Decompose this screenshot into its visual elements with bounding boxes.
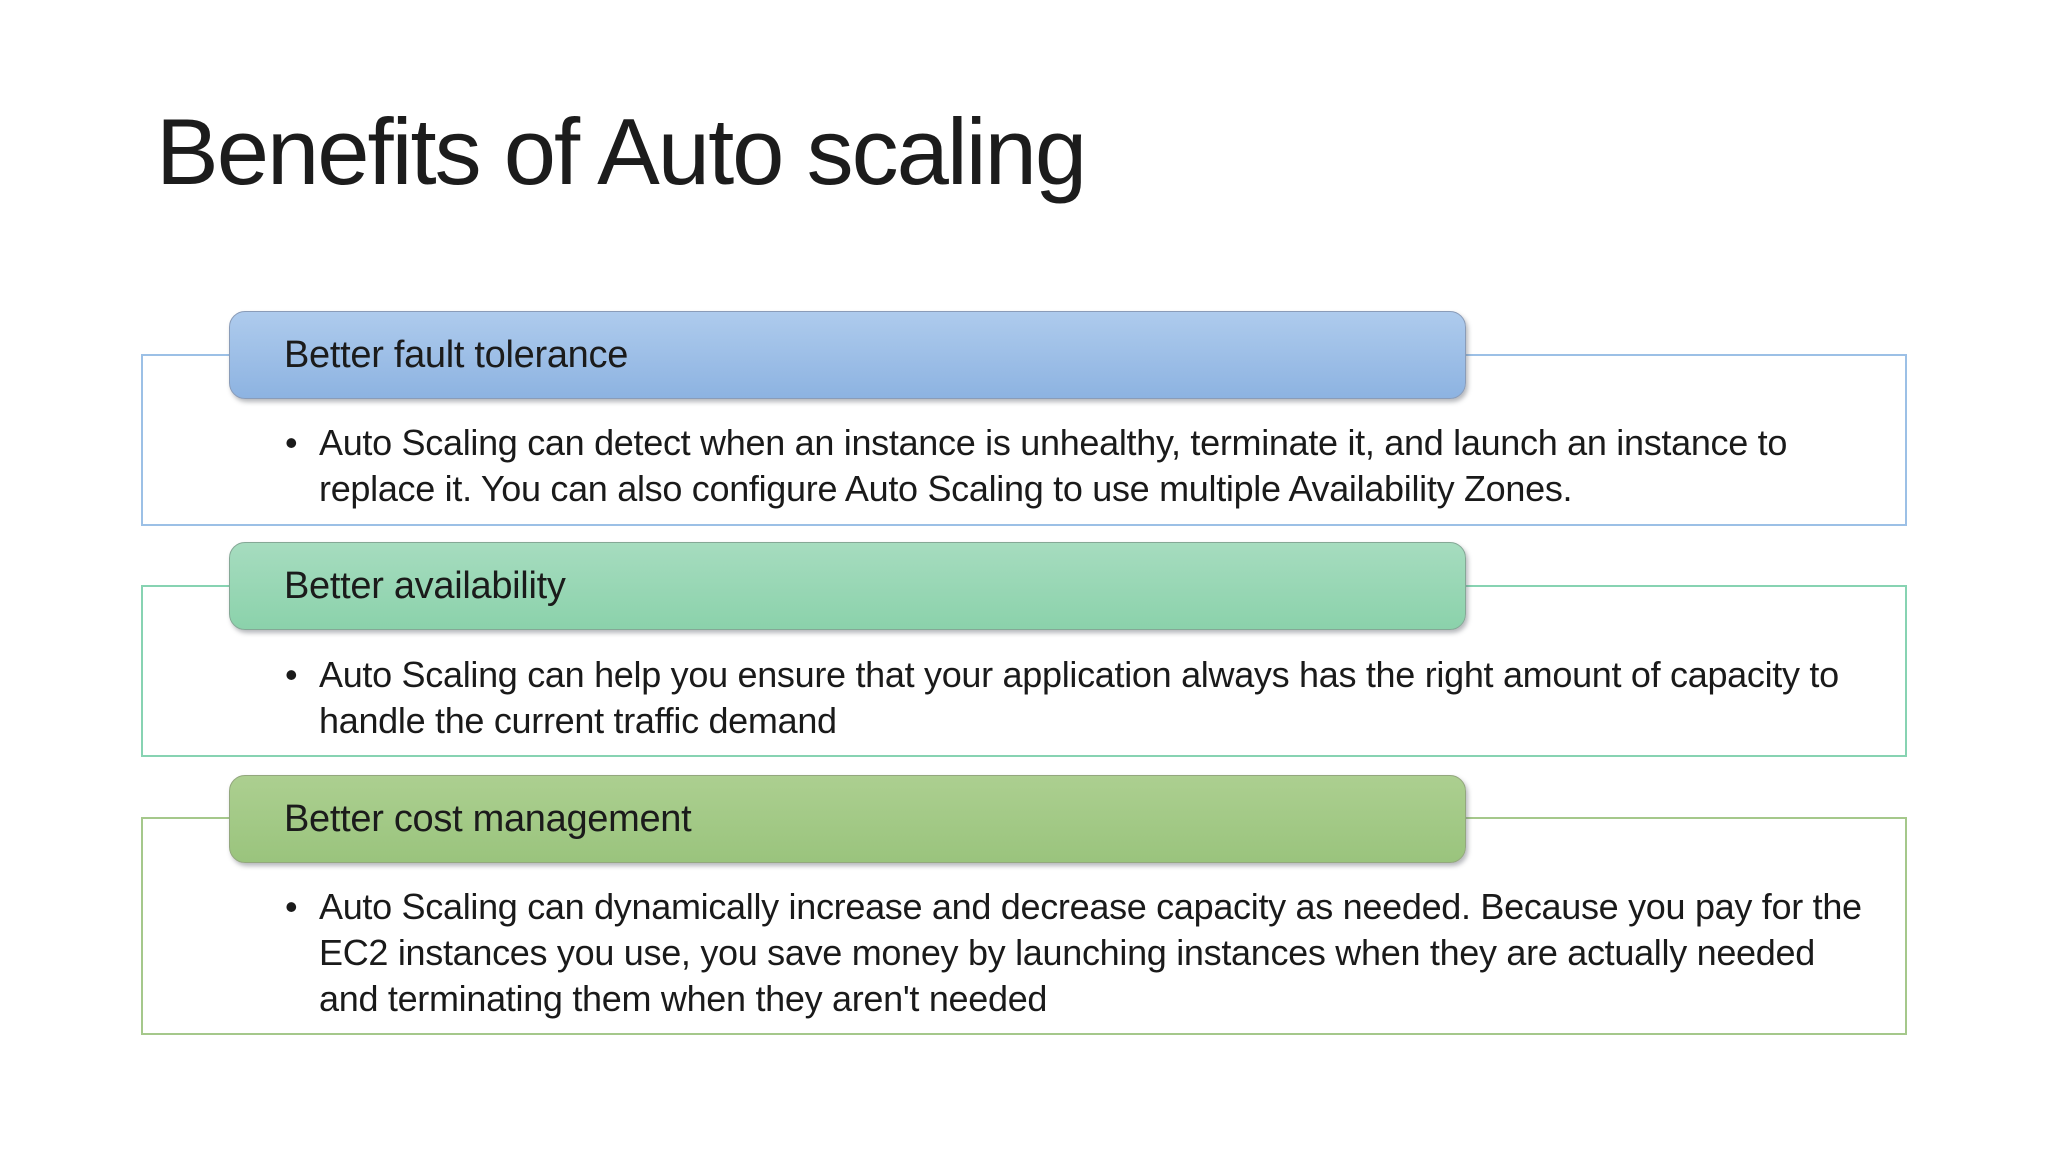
section-heading: Better cost management — [284, 797, 692, 840]
section-bullet-item: • Auto Scaling can help you ensure that … — [285, 652, 1881, 744]
bullet-marker: • — [285, 654, 298, 695]
section-bullet-text: Auto Scaling can detect when an instance… — [319, 422, 1788, 509]
bullet-marker: • — [285, 422, 298, 463]
section-header-box: Better availability — [229, 542, 1466, 630]
slide-title: Benefits of Auto scaling — [156, 99, 1087, 204]
section-bullet-text: Auto Scaling can dynamically increase an… — [319, 886, 1862, 1019]
section-heading: Better availability — [284, 564, 566, 607]
section-bullet-text: Auto Scaling can help you ensure that yo… — [319, 654, 1839, 741]
section-header-box: Better cost management — [229, 775, 1466, 863]
bullet-marker: • — [285, 886, 298, 927]
section-bullet-item: • Auto Scaling can dynamically increase … — [285, 884, 1881, 1022]
section-heading: Better fault tolerance — [284, 333, 629, 376]
section-header-box: Better fault tolerance — [229, 311, 1466, 399]
section-bullet-item: • Auto Scaling can detect when an instan… — [285, 420, 1881, 512]
